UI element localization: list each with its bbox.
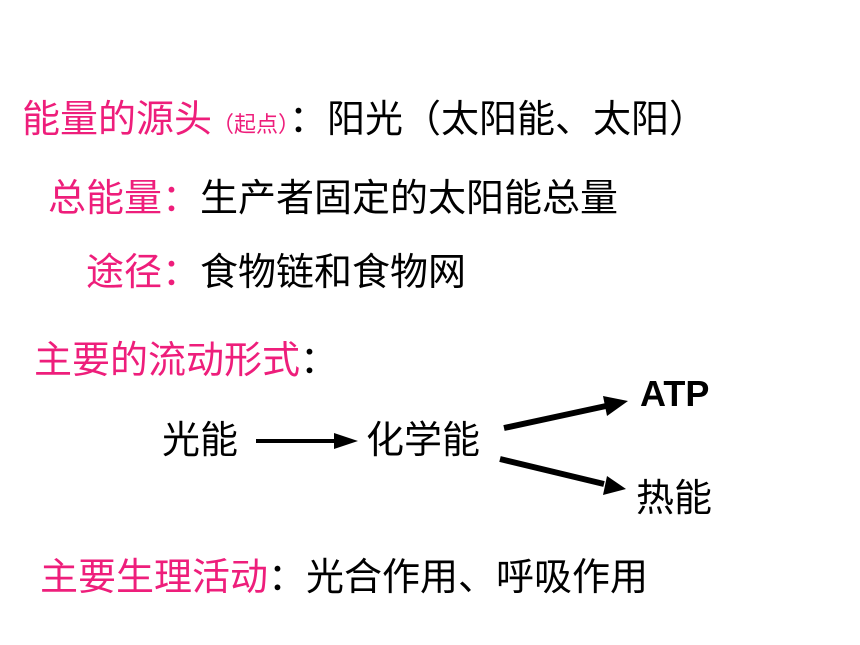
atp-node: ATP xyxy=(640,373,710,414)
physiology-colon: ： xyxy=(268,555,307,599)
energy-source-colon: ： xyxy=(289,97,328,141)
total-energy-line: 总能量：生产者固定的太阳能总量 xyxy=(48,176,618,220)
arrow-chemical-to-atp xyxy=(503,396,628,431)
energy-source-label: 能量的源头 xyxy=(22,97,213,141)
physiology-line: 主要生理活动：光合作用、呼吸作用 xyxy=(40,555,648,599)
total-energy-value: 生产者固定的太阳能总量 xyxy=(200,176,619,220)
pathway-value: 食物链和食物网 xyxy=(200,250,467,294)
flow-form-label: 主要的流动形式 xyxy=(34,338,301,382)
pathway-line: 途径：食物链和食物网 xyxy=(86,250,466,294)
light-energy-node: 光能 xyxy=(162,418,239,462)
flow-form-line: 主要的流动形式： xyxy=(34,338,338,382)
flow-form-colon: ： xyxy=(300,338,339,382)
pathway-label: 途径： xyxy=(86,250,201,294)
physiology-value: 光合作用、呼吸作用 xyxy=(306,555,649,599)
total-energy-label: 总能量： xyxy=(48,176,201,220)
arrow-chemical-to-heat xyxy=(499,456,626,495)
energy-source-line: 能量的源头（起点）：阳光（太阳能、太阳） xyxy=(22,97,707,148)
chemical-energy-node: 化学能 xyxy=(366,418,481,462)
starting-point-note: （起点） xyxy=(212,113,290,138)
arrow-light-to-chemical xyxy=(256,433,358,449)
energy-source-value: 阳光（太阳能、太阳） xyxy=(327,97,708,141)
heat-energy-node: 热能 xyxy=(636,476,713,520)
physiology-label: 主要生理活动 xyxy=(40,555,269,599)
